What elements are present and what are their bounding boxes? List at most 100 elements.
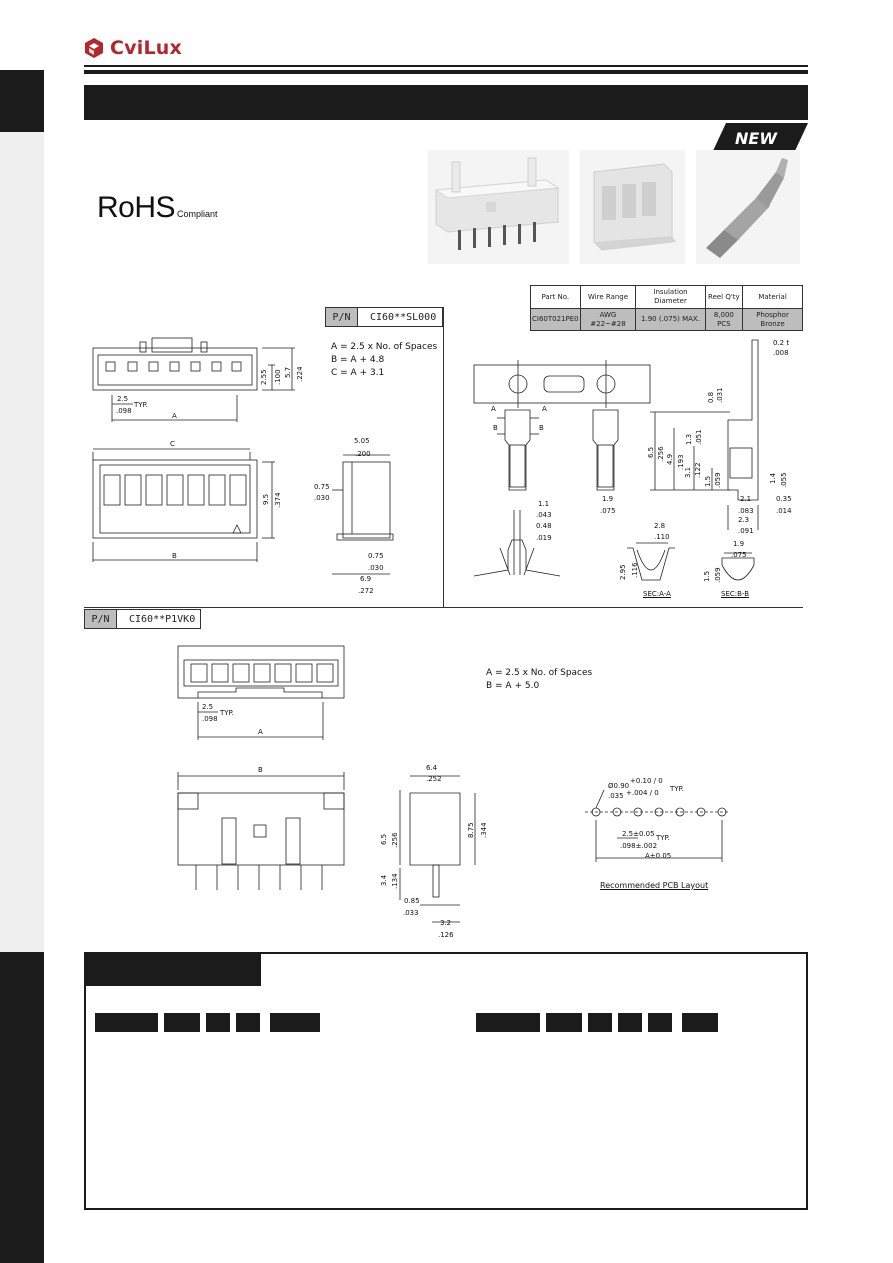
dim-d059: .059 [714,472,722,488]
dim-h256: .256 [391,832,399,848]
code-segment [648,1013,672,1032]
section-divider-horizontal [84,607,803,608]
table-header-cell: Part No. [530,285,581,309]
code-segment [270,1013,320,1032]
sec-a-left: A [491,405,496,413]
logo-mark-icon [85,38,103,58]
table-cell: 1.90 (.075) MAX. [635,308,706,331]
dim-d23: 2.3 [738,516,749,524]
dim-d014: .014 [776,507,792,515]
pn-label: P/N [85,610,117,628]
dim-a: A [258,728,263,736]
terminal-spec-table: Part No. Wire Range Insulation Diameter … [530,285,803,331]
dim-t02: 0.2 t [773,339,789,347]
dim-d075: .075 [600,507,616,515]
dim-c: C [170,440,175,448]
dim-pitch-in: .098 [202,715,218,723]
dim-hole-in-tol: +.004 / 0 [626,789,659,797]
rohs-subtitle: Compliant [177,209,218,219]
table-header-cell: Insulation Diameter [635,285,706,309]
dim-d083: .083 [738,507,754,515]
formula-line: B = A + 5.0 [486,681,540,691]
dim-d65: 6.5 [647,447,655,458]
header-rule-thick [84,70,808,74]
table-cell: 8,000 PCS [704,308,744,331]
table-cell: Phosphor Bronze [742,308,803,331]
dim-d035: 0.35 [776,495,792,503]
table-header-cell: Material [742,285,803,309]
part-number-housing: P/N CI60**SL000 [325,307,443,327]
sec-a-right: A [542,405,547,413]
section-bb-label: SEC:B-B [721,590,749,598]
dim-h224: .224 [296,366,304,382]
dim-d15: 1.5 [704,476,712,487]
ordering-info-box [84,952,808,1210]
code-segment [618,1013,642,1032]
dim-h374: .374 [274,492,282,508]
dim-h134: .134 [391,873,399,889]
dim-d31: 3.1 [684,467,692,478]
code-segment [164,1013,200,1032]
dim-pitch-in: .098 [116,407,132,415]
dim-pcb-pitch-typ: TYP. [655,834,670,842]
table-row: CI60T021PE0 AWG #22~#28 1.90 (.075) MAX.… [530,308,803,331]
section-divider-vertical [443,307,444,607]
dim-hole-tol: +0.10 / 0 [630,777,663,785]
formula-line: A = 2.5 x No. of Spaces [331,342,438,352]
dim-hole-in: .035 [608,792,624,800]
dim-a: A [172,412,177,420]
new-badge: NEW [712,123,808,153]
part-number-header: P/N CI60**P1VK0 [84,609,201,629]
dim-t030: .030 [314,494,330,502]
product-photo-header [428,150,569,264]
pn-label: P/N [326,308,358,326]
brand-name: CviLux [110,37,182,59]
dim-w200: .200 [355,450,371,458]
formula-line: B = A + 4.8 [331,355,385,365]
code-segment [236,1013,260,1032]
dim-s110: .110 [654,533,670,541]
dim-pitch: 2.5 [202,703,213,711]
dim-w033: .033 [403,909,419,917]
dim-b: B [258,766,263,774]
dim-w252: .252 [426,775,442,783]
dim-pcb-a: A±0.05 [645,852,671,860]
dim-pitch: 2.5 [117,395,128,403]
header-formulas: A = 2.5 x No. of Spaces B = A + 5.0 [486,667,592,693]
sidebar-gray [0,132,44,952]
dim-d055: .055 [780,472,788,488]
ordering-info-tab [84,952,261,986]
dim-hole-typ: TYP. [669,785,684,793]
dim-w69: 6.9 [360,575,371,583]
dim-s28: 2.8 [654,522,665,530]
sidebar-tab-top [0,70,44,132]
dim-d49: 4.9 [666,454,674,465]
dim-d14: 1.4 [769,472,777,484]
dim-h65: 6.5 [380,834,388,845]
pn-value: CI60**P1VK0 [117,610,196,628]
dim-sb19: 1.9 [733,540,744,548]
dim-typ: TYP. [133,401,148,409]
formula-line: C = A + 3.1 [331,368,385,378]
section-aa-label: SEC:A-A [643,590,671,598]
dim-typ: TYP. [219,709,234,717]
table-header-cell: Reel Q'ty [704,285,744,309]
dim-d08: 0.8 [707,392,715,403]
code-segment [206,1013,230,1032]
dim-d21: 2.1 [740,495,751,503]
code-segment [476,1013,540,1032]
dim-d051: .051 [695,429,703,445]
dim-d048: 0.48 [536,522,552,530]
code-segment [682,1013,718,1032]
rohs-title: RoHS [97,191,176,224]
dim-h34: 3.4 [380,874,388,886]
table-header-cell: Wire Range [579,285,637,309]
code-segment [95,1013,158,1032]
dim-h100: .100 [274,369,282,385]
dim-w085: 0.85 [404,897,420,905]
dim-pcb-pitch-in: .098±.002 [620,842,657,850]
dim-sb075: .075 [731,551,747,559]
dim-hole: Ø0.90 [608,782,629,790]
rohs-mark: RoHS Compliant [97,193,218,223]
sec-b-left: B [493,424,498,432]
